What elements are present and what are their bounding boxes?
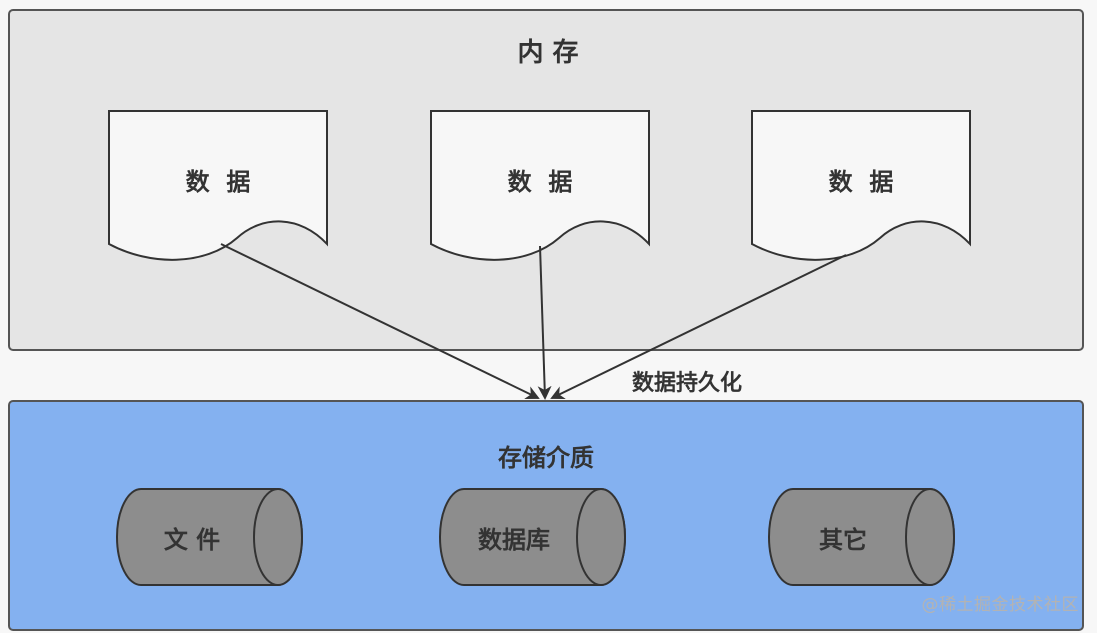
data-document-2: 数 据 [430,110,650,261]
arrow-from-document-3 [550,254,847,400]
other-cylinder: 其它 [768,488,955,586]
memory-documents: 数 据 数 据 数 据 [108,110,971,261]
watermark: @稀土掘金技术社区 [921,595,1079,615]
file-cylinder: 文 件 [116,488,303,586]
data-document-1: 数 据 [108,110,328,261]
memory-title: 内 存 [517,38,578,68]
storage-label-other: 其它 [819,526,867,554]
database-cylinder: 数据库 [439,488,626,586]
storage-label-file: 文 件 [164,526,220,554]
document-label-3: 数 据 [829,168,894,196]
document-label-1: 数 据 [186,168,251,196]
document-label-2: 数 据 [508,168,573,196]
persistence-label: 数据持久化 [632,370,742,396]
data-document-3: 数 据 [751,110,971,261]
arrow-from-document-1 [220,243,540,400]
storage-title: 存储介质 [498,444,594,472]
persistence-arrows: 数据持久化 [220,243,847,400]
arrow-from-document-2 [537,245,552,400]
storage-media: 文 件 数据库 其它 [116,488,955,586]
storage-label-database: 数据库 [478,526,550,554]
